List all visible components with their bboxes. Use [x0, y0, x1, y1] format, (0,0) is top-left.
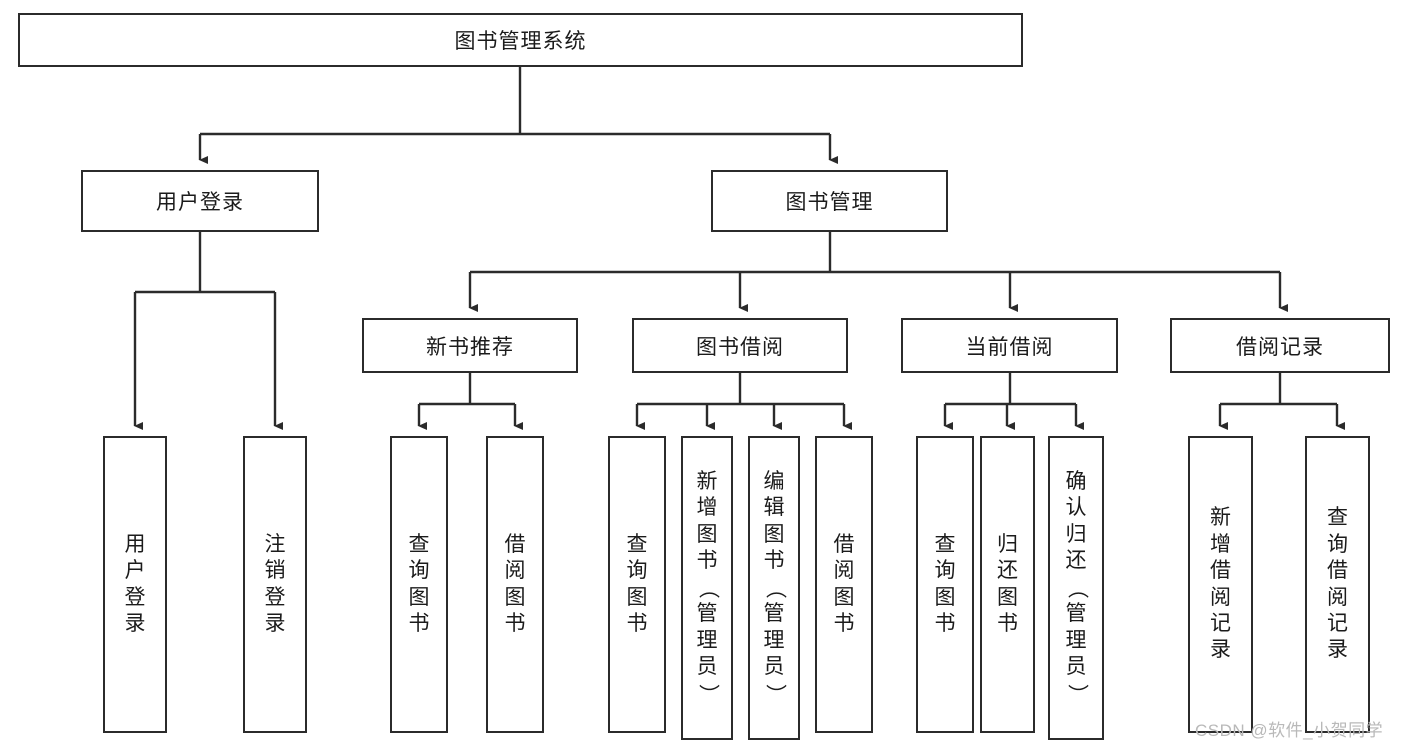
- node-label: 归还图书: [997, 532, 1018, 635]
- node-label: 确认归还（管理员）: [1065, 469, 1089, 705]
- leaf-confirm-return-admin[interactable]: 确认归还（管理员）: [1048, 436, 1104, 740]
- node-label: 图书借阅: [696, 335, 784, 359]
- node-borrow-records[interactable]: 借阅记录: [1170, 318, 1390, 373]
- node-label: 查询借阅记录: [1327, 506, 1348, 662]
- node-book-borrow[interactable]: 图书借阅: [632, 318, 848, 373]
- node-label: 查询图书: [934, 532, 956, 635]
- node-label: 借阅图书: [504, 532, 526, 635]
- node-current-borrow[interactable]: 当前借阅: [901, 318, 1118, 373]
- leaf-edit-book-admin[interactable]: 编辑图书（管理员）: [748, 436, 800, 740]
- node-label: 当前借阅: [965, 335, 1054, 359]
- node-label: 用户登录: [156, 191, 244, 214]
- leaf-query-book-borrow[interactable]: 查询图书: [608, 436, 666, 733]
- node-label: 新增图书（管理员）: [696, 469, 720, 705]
- node-label: 用户登录: [124, 532, 146, 635]
- leaf-return-book[interactable]: 归还图书: [980, 436, 1035, 733]
- watermark-csdn: CSDN @软件_小贺同学: [1195, 721, 1384, 740]
- leaf-logout[interactable]: 注销登录: [243, 436, 307, 733]
- node-label: 借阅记录: [1236, 335, 1324, 359]
- node-label: 图书管理: [785, 191, 874, 214]
- leaf-query-book-current[interactable]: 查询图书: [916, 436, 974, 733]
- node-user-login[interactable]: 用户登录: [81, 170, 319, 232]
- leaf-add-book-admin[interactable]: 新增图书（管理员）: [681, 436, 733, 740]
- leaf-user-login[interactable]: 用户登录: [103, 436, 167, 733]
- node-root[interactable]: 图书管理系统: [18, 13, 1023, 67]
- node-label: 编辑图书（管理员）: [763, 469, 787, 705]
- node-label: 新书推荐: [426, 335, 514, 359]
- node-label: 查询图书: [408, 532, 430, 635]
- node-label: 查询图书: [626, 532, 648, 635]
- node-label: 注销登录: [264, 532, 286, 635]
- leaf-query-borrow-record[interactable]: 查询借阅记录: [1305, 436, 1370, 733]
- leaf-borrow-book-recommend[interactable]: 借阅图书: [486, 436, 544, 733]
- leaf-query-book-recommend[interactable]: 查询图书: [390, 436, 448, 733]
- leaf-add-borrow-record[interactable]: 新增借阅记录: [1188, 436, 1253, 733]
- node-label: 图书管理系统: [454, 30, 587, 53]
- node-book-management[interactable]: 图书管理: [711, 170, 948, 232]
- node-new-book-recommend[interactable]: 新书推荐: [362, 318, 578, 373]
- leaf-borrow-book[interactable]: 借阅图书: [815, 436, 873, 733]
- node-label: 新增借阅记录: [1210, 506, 1231, 662]
- node-label: 借阅图书: [833, 532, 855, 635]
